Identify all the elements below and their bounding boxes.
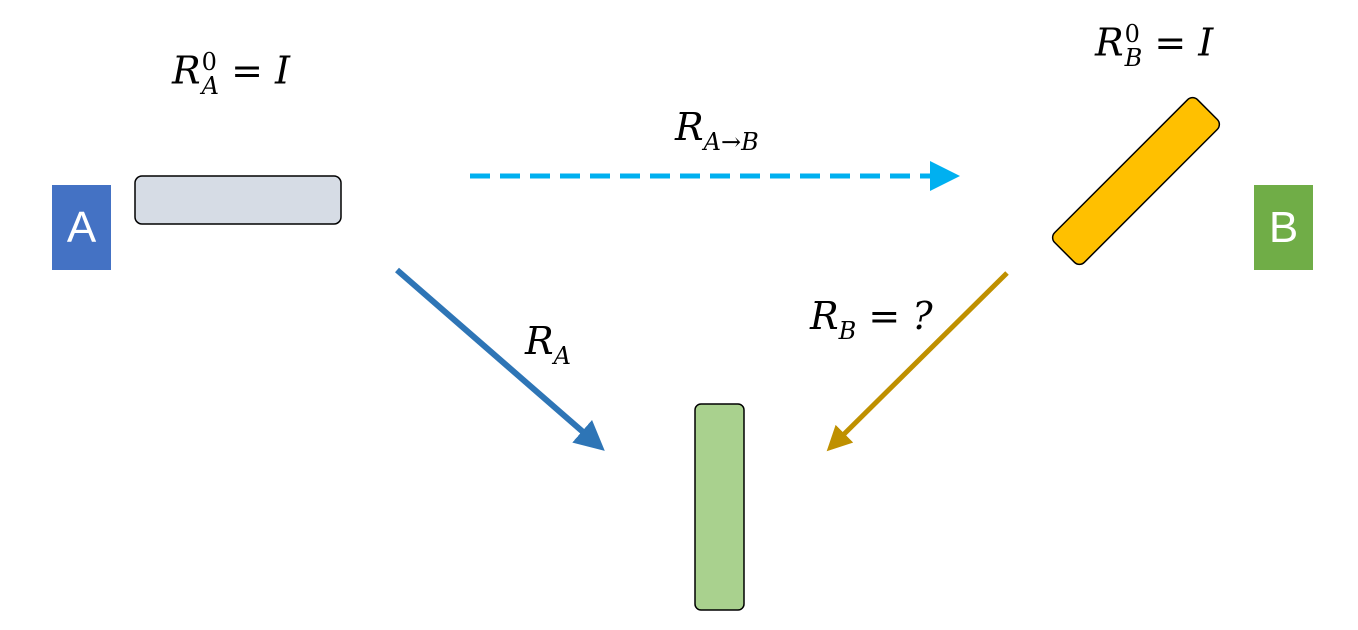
target-object xyxy=(694,403,745,611)
ra-sub: A xyxy=(553,342,571,370)
rb0-rhs: = I xyxy=(1154,20,1214,65)
label-rab: RA→B xyxy=(675,108,759,154)
frame-a-label: A xyxy=(66,202,97,252)
frame-b-box: B xyxy=(1254,185,1313,270)
rb0-sub: B xyxy=(1124,44,1143,72)
ra0-rhs: = I xyxy=(231,48,290,93)
ra0-sup: 0 xyxy=(201,48,217,76)
rab-base: R xyxy=(675,105,704,149)
ra0-sub: A xyxy=(201,72,219,100)
object-a xyxy=(134,175,342,225)
object-b xyxy=(1051,96,1221,266)
label-ra: RA xyxy=(525,322,571,368)
frame-a-box: A xyxy=(52,185,111,270)
rb0-base: R xyxy=(1095,20,1124,65)
ra0-base: R xyxy=(172,48,201,93)
ra-base: R xyxy=(525,319,554,363)
rb0-sup: 0 xyxy=(1124,20,1140,48)
rb-sub: B xyxy=(838,317,857,345)
label-rb: RB = ? xyxy=(810,297,933,343)
arrow-ra xyxy=(395,267,605,451)
arrow-rb xyxy=(826,271,1009,452)
rb-base: R xyxy=(810,294,839,338)
rab-sub: A→B xyxy=(703,128,759,156)
rb-rhs: = ? xyxy=(868,294,933,338)
frame-b-label: B xyxy=(1268,202,1299,252)
